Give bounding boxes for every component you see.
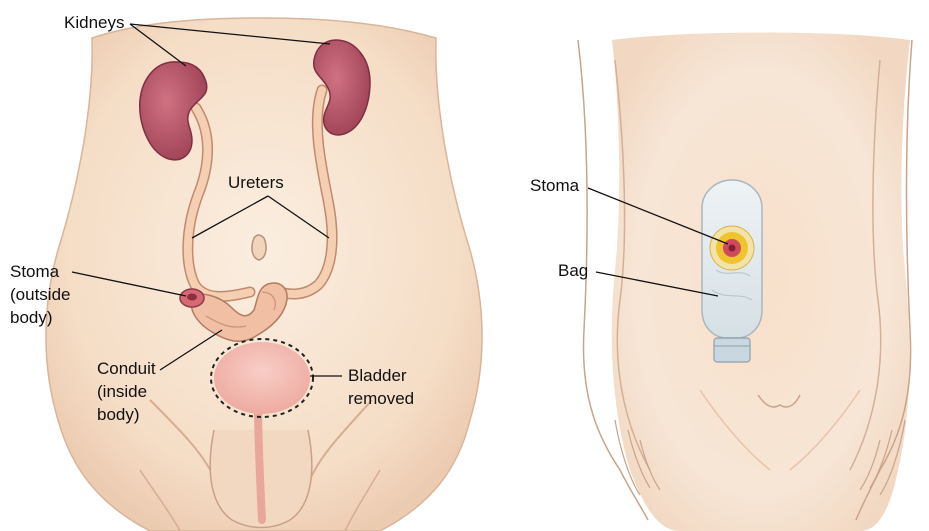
label-stoma-left-2: (outside [10, 285, 70, 304]
label-conduit-1: Conduit [97, 359, 156, 378]
left-stoma [180, 289, 204, 307]
label-kidneys: Kidneys [64, 13, 124, 32]
bag-outlet [714, 338, 750, 362]
urethra [258, 400, 262, 520]
label-ureters: Ureters [228, 173, 284, 192]
label-bladder-2: removed [348, 389, 414, 408]
right-labels: Stoma Bag [530, 176, 588, 280]
label-stoma-right: Stoma [530, 176, 580, 195]
label-bladder-1: Bladder [348, 366, 407, 385]
label-conduit-3: body) [97, 405, 140, 424]
label-bag: Bag [558, 261, 588, 280]
left-torso [46, 18, 482, 531]
navel [252, 235, 266, 260]
label-stoma-left-3: body) [10, 308, 53, 327]
bladder-body [214, 342, 310, 414]
label-conduit-2: (inside [97, 382, 147, 401]
label-stoma-left-1: Stoma [10, 262, 60, 281]
